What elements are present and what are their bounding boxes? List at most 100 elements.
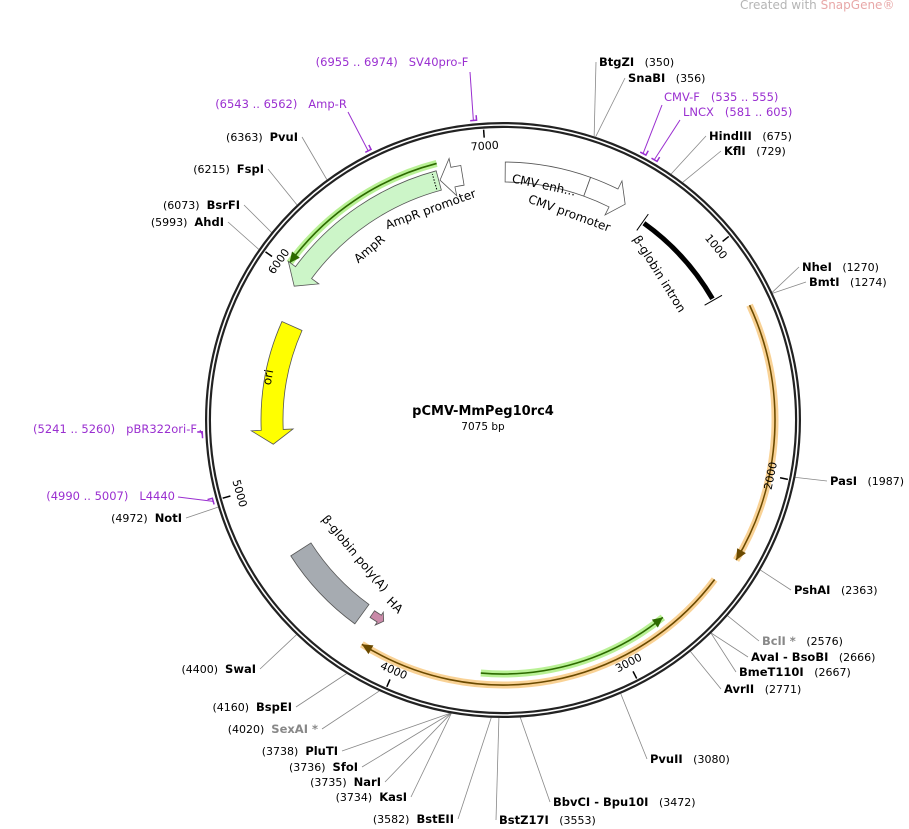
- primer-label[interactable]: (4990 .. 5007) L4440: [46, 489, 175, 503]
- enzyme-name[interactable]: PluTI: [305, 744, 338, 758]
- enzyme-name[interactable]: BmtI: [809, 275, 840, 289]
- enzyme-site-label[interactable]: (3735) NarI: [310, 775, 381, 789]
- backbone-gap: [207, 124, 799, 716]
- enzyme-site-label[interactable]: HindIII (675): [709, 129, 792, 143]
- primer-name[interactable]: L4440: [139, 489, 175, 503]
- enzyme-name[interactable]: AvrII: [724, 682, 754, 696]
- enzyme-name[interactable]: PvuI: [270, 130, 298, 144]
- enzyme-site-label[interactable]: NheI (1270): [802, 260, 879, 274]
- enzyme-name[interactable]: KflI: [724, 144, 746, 158]
- enzyme-site-label[interactable]: BmtI (1274): [809, 275, 887, 289]
- enzyme-leader-line: [772, 281, 807, 294]
- enzyme-site-label[interactable]: KflI (729): [724, 144, 786, 158]
- enzyme-site-label[interactable]: AvaI - BsoBI (2666): [751, 650, 875, 664]
- enzyme-site-label[interactable]: BbvCI - Bpu10I (3472): [553, 795, 696, 809]
- primer-mark[interactable]: [651, 156, 661, 163]
- enzyme-name[interactable]: KasI: [379, 790, 407, 804]
- primer-label[interactable]: LNCX (581 .. 605): [683, 105, 792, 119]
- enzyme-site-label[interactable]: (3738) PluTI: [262, 744, 338, 758]
- enzyme-site-label[interactable]: (5993) AhdI: [151, 215, 224, 229]
- primer-mark[interactable]: [197, 431, 204, 439]
- primer-mark[interactable]: [364, 144, 373, 154]
- primer-name[interactable]: CMV-F: [664, 90, 700, 104]
- primer-mark[interactable]: [470, 115, 478, 122]
- enzyme-name[interactable]: SwaI: [225, 662, 256, 676]
- feature-label-ha[interactable]: HA: [384, 594, 407, 617]
- enzyme-site-label[interactable]: (6073) BsrFI: [163, 198, 240, 212]
- enzyme-name[interactable]: PshAI: [794, 583, 830, 597]
- enzyme-site-label[interactable]: PasI (1987): [830, 474, 904, 488]
- primer-label[interactable]: (6543 .. 6562) Amp-R: [215, 97, 347, 111]
- enzyme-name[interactable]: SnaBI: [628, 71, 665, 85]
- feature-label-ori[interactable]: ori: [260, 368, 276, 386]
- enzyme-name[interactable]: SexAI *: [271, 722, 318, 736]
- enzyme-site-label[interactable]: (4160) BspEI: [212, 700, 292, 714]
- plasmid-length: 7075 bp: [461, 421, 505, 433]
- enzyme-leader-line: [795, 477, 828, 482]
- enzyme-name[interactable]: BspEI: [256, 700, 292, 714]
- feature-bglobin-polya[interactable]: [290, 542, 370, 625]
- feature-label-ampr[interactable]: AmpR: [351, 232, 387, 266]
- orf-arrowhead: [289, 251, 300, 264]
- enzyme-name[interactable]: BstEII: [416, 812, 454, 826]
- feature-bglobin-intron[interactable]: [642, 221, 715, 301]
- primer-name[interactable]: pBR322ori-F: [126, 422, 197, 436]
- feature-label-bglobin-intron[interactable]: β-globin intron: [630, 233, 688, 315]
- primer-label[interactable]: CMV-F (535 .. 555): [664, 90, 778, 104]
- primer-name[interactable]: Amp-R: [308, 97, 347, 111]
- primer-mark[interactable]: [639, 150, 649, 157]
- enzyme-name[interactable]: BbvCI - Bpu10I: [553, 795, 648, 809]
- enzyme-site-label[interactable]: AvrII (2771): [724, 682, 801, 696]
- enzyme-site-label[interactable]: (4972) NotI: [111, 511, 182, 525]
- enzyme-name[interactable]: NarI: [354, 775, 381, 789]
- enzyme-site-label[interactable]: (3734) KasI: [336, 790, 407, 804]
- backbone-ring: [205, 122, 801, 718]
- enzyme-site-label[interactable]: SnaBI (356): [628, 71, 705, 85]
- enzyme-name[interactable]: BmeT110I: [739, 665, 804, 679]
- enzyme-position: (1270): [842, 261, 879, 274]
- feature-ampr-promoter[interactable]: [439, 157, 465, 197]
- enzyme-name[interactable]: FspI: [237, 162, 264, 176]
- enzyme-site-label[interactable]: (3736) SfoI: [289, 760, 358, 774]
- enzyme-site-label[interactable]: PvuII (3080): [650, 752, 730, 766]
- enzyme-leader-line: [771, 266, 800, 293]
- enzyme-name[interactable]: BsrFI: [207, 198, 240, 212]
- enzyme-site-label[interactable]: BstZ17I (3553): [499, 813, 596, 827]
- enzyme-site-label[interactable]: BtgZI (350): [599, 55, 674, 69]
- enzyme-position: (729): [756, 145, 786, 158]
- primer-range: (5241 .. 5260): [33, 422, 115, 436]
- enzyme-site-label[interactable]: (4020) SexAI *: [228, 722, 318, 736]
- enzyme-site-label[interactable]: (3582) BstEII: [373, 812, 454, 826]
- feature-cmv-promoter[interactable]: [583, 176, 626, 216]
- enzyme-position: (6363): [226, 131, 263, 144]
- enzyme-site-label[interactable]: BmeT110I (2667): [739, 665, 851, 679]
- enzyme-name[interactable]: BtgZI: [599, 55, 634, 69]
- primer-label[interactable]: (5241 .. 5260) pBR322ori-F: [33, 422, 197, 436]
- enzyme-site-label[interactable]: PshAI (2363): [794, 583, 878, 597]
- enzyme-name[interactable]: AhdI: [194, 215, 224, 229]
- orf-layer: [286, 160, 779, 689]
- enzyme-position: (3734): [336, 791, 373, 804]
- primer-label[interactable]: (6955 .. 6974) SV40pro-F: [316, 55, 469, 69]
- enzyme-site-label[interactable]: BclI * (2576): [762, 634, 843, 648]
- enzyme-name[interactable]: SfoI: [333, 760, 358, 774]
- enzyme-site-label[interactable]: (4400) SwaI: [181, 662, 256, 676]
- enzyme-name[interactable]: HindIII: [709, 129, 752, 143]
- enzyme-name[interactable]: BclI *: [762, 634, 796, 648]
- enzyme-site-label[interactable]: (6363) PvuI: [226, 130, 298, 144]
- enzyme-name[interactable]: NheI: [802, 260, 832, 274]
- primer-mark[interactable]: [207, 497, 215, 505]
- enzyme-name[interactable]: BstZ17I: [499, 813, 549, 827]
- feature-ori[interactable]: [250, 321, 303, 445]
- enzyme-site-label[interactable]: (6215) FspI: [193, 162, 264, 176]
- primer-name[interactable]: LNCX: [683, 105, 714, 119]
- enzyme-name[interactable]: PasI: [830, 474, 857, 488]
- enzyme-name[interactable]: NotI: [155, 511, 182, 525]
- primer-name[interactable]: SV40pro-F: [409, 55, 469, 69]
- enzyme-leader-line: [670, 135, 707, 175]
- feature-ampr[interactable]: [287, 170, 442, 287]
- enzyme-name[interactable]: PvuII: [650, 752, 683, 766]
- enzyme-leader-line: [710, 633, 737, 673]
- feature-ha[interactable]: [369, 610, 385, 626]
- enzyme-name[interactable]: AvaI - BsoBI: [751, 650, 828, 664]
